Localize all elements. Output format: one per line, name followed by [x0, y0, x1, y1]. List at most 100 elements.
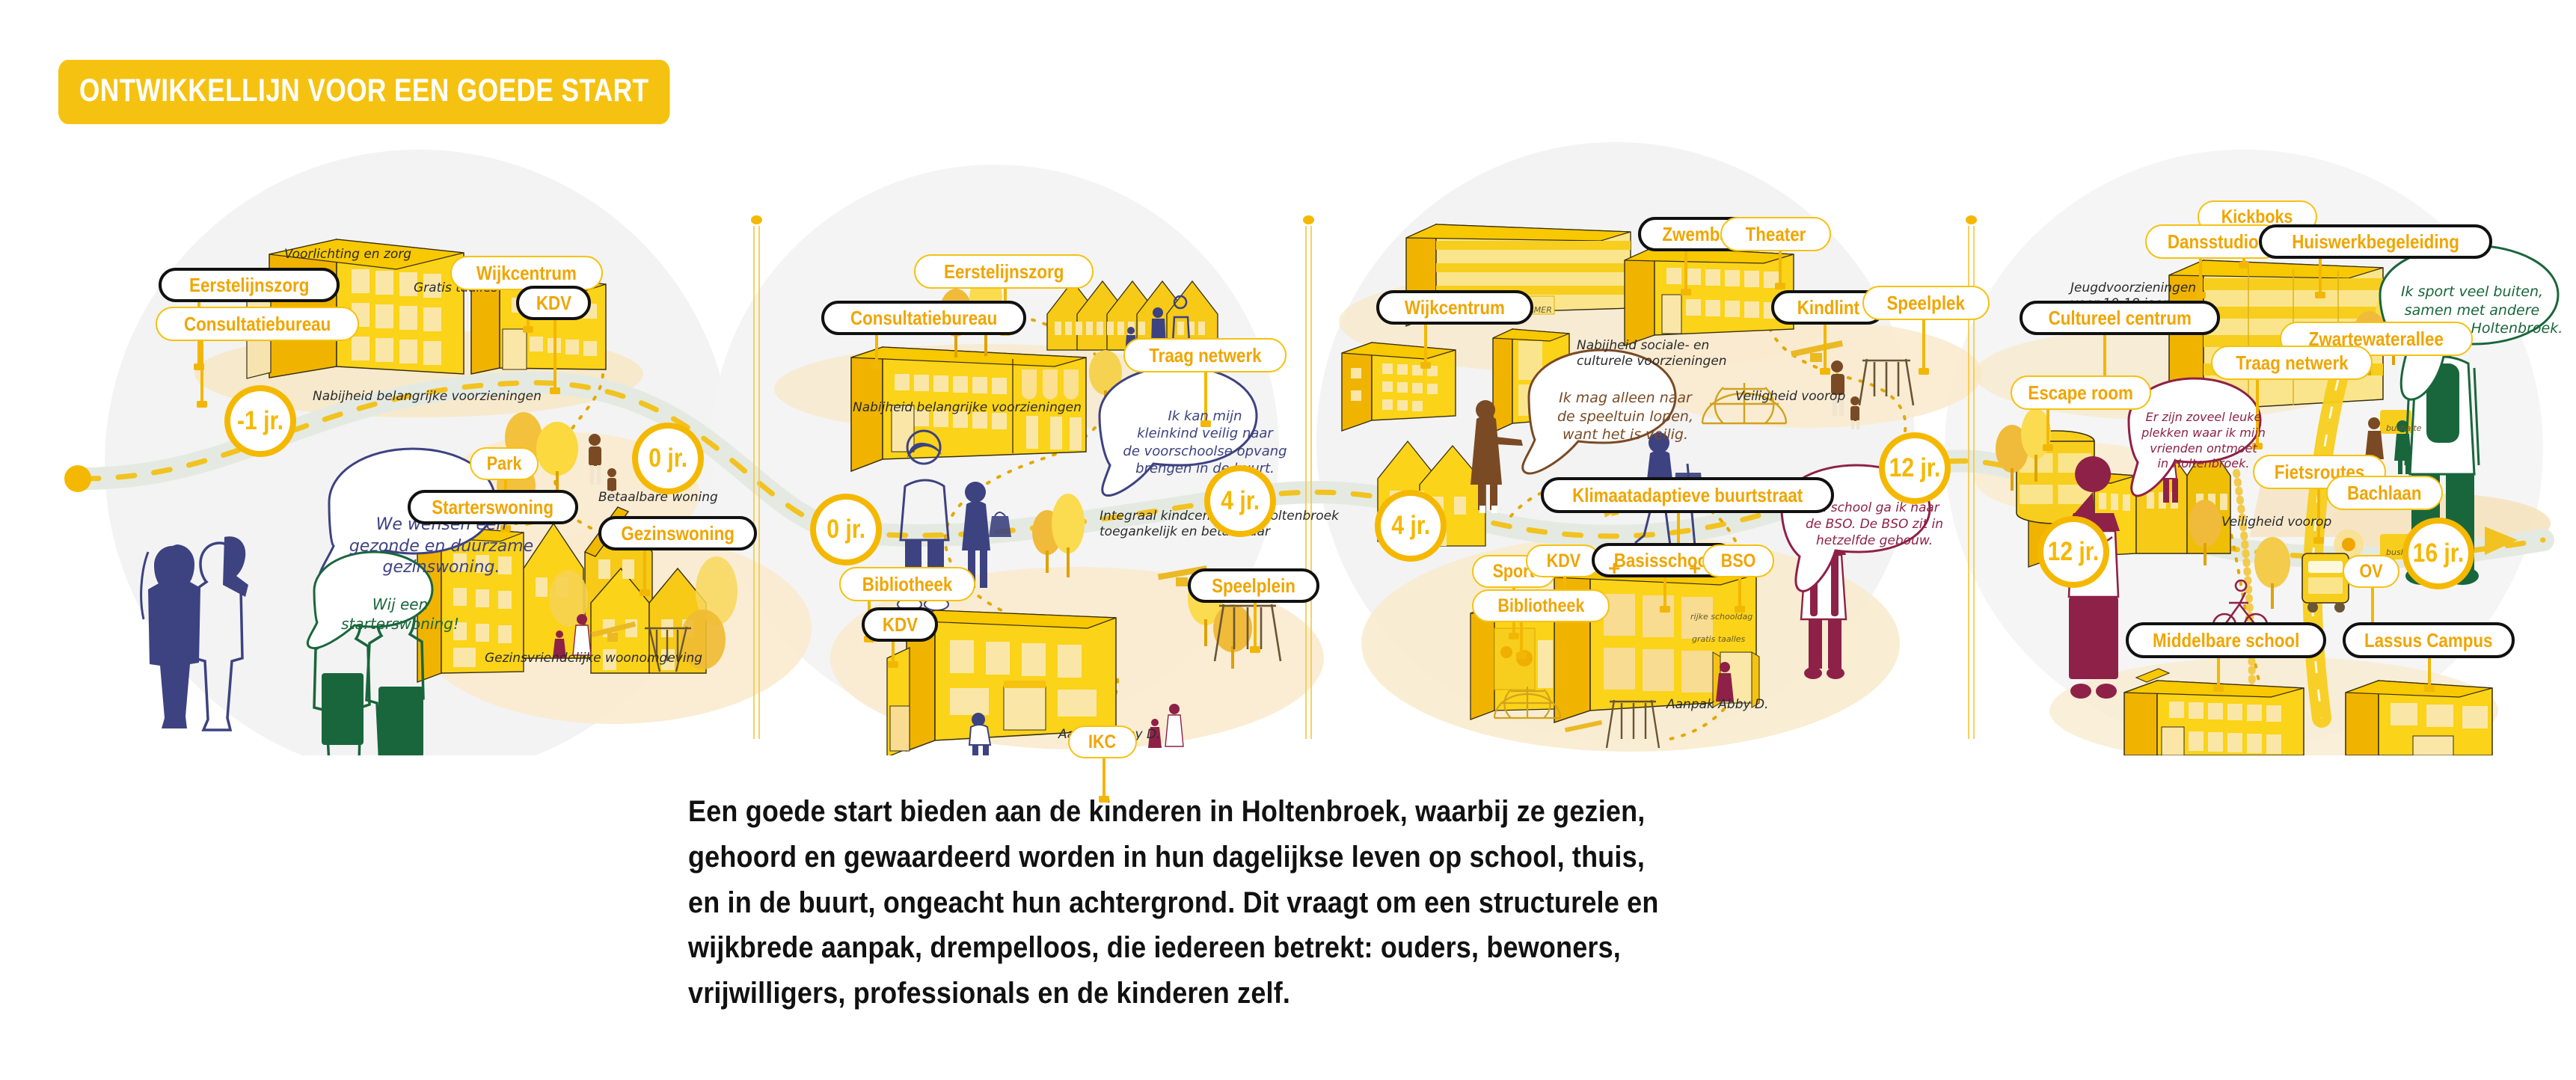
age-badge: 12 jr.: [2037, 516, 2109, 588]
facility-label-text: Basisschool: [1614, 548, 1713, 571]
page-title: ONTWIKKELLIJN VOOR EEN GOEDE START: [58, 60, 670, 124]
facility-label-pill[interactable]: OV: [2343, 555, 2399, 588]
facility-label-pill[interactable]: KDV: [862, 607, 938, 642]
label-stem-cap: [1919, 368, 1929, 375]
facility-label-pill[interactable]: Gezinswoning: [598, 516, 757, 550]
label-stem-cap: [2239, 262, 2249, 269]
facility-label-pill[interactable]: Escape room: [2011, 375, 2151, 410]
facility-label-pill[interactable]: Speelplek: [1862, 286, 1990, 320]
label-stem: [2371, 588, 2374, 639]
label-stem-cap: [1420, 362, 1431, 369]
facility-label-pill[interactable]: KDV: [1526, 544, 1601, 577]
speech-bubble-text: Ik mag alleen naar de speeltuin lopen, w…: [1557, 390, 1693, 444]
scene-caption: Betaalbare woning: [598, 490, 718, 505]
facility-label-text: Gezinswoning: [621, 521, 735, 544]
label-stem-cap: [640, 589, 650, 596]
label-stem: [2103, 335, 2106, 399]
scene-caption: Aanpak Abby D.: [1666, 697, 1769, 712]
timeline-scene: -1 jr.0 jr.0 jr.4 jr.4 jr.12 jr.12 jr.16…: [64, 142, 2563, 803]
facility-label-pill[interactable]: Huiswerkbegeleiding: [2259, 224, 2492, 259]
facility-label-pill[interactable]: Eerstelijnszorg: [159, 268, 340, 302]
facility-label-pill[interactable]: Starterswoning: [408, 490, 578, 524]
label-stem-cap: [871, 362, 882, 369]
speech-bubble-text: Ik kan mijn kleinkind veilig naar de voo…: [1123, 408, 1287, 477]
facility-label-text: Theater: [1745, 222, 1806, 245]
facility-label-text: Kickboks: [2221, 206, 2293, 227]
age-badge-label: 12 jr.: [1889, 453, 1941, 482]
label-stem: [2256, 380, 2259, 447]
label-stem-cap: [1820, 368, 1830, 375]
facility-label-pill[interactable]: Middelbare school: [2126, 622, 2326, 658]
age-badge: 12 jr.: [1879, 432, 1951, 504]
facility-label-text: Klimaatadaptieve buurtstraat: [1571, 483, 1803, 506]
label-stem: [892, 642, 895, 666]
facility-label-text: Kindlint: [1797, 295, 1859, 319]
label-stem-cap: [194, 363, 204, 370]
scene-caption: Veiligheid voorop: [2221, 515, 2332, 530]
facility-label-text: Bibliotheek: [862, 572, 953, 595]
scene-caption: rijke schooldag: [1690, 612, 1753, 622]
facility-label-pill[interactable]: Park: [470, 447, 539, 480]
facility-label-pill[interactable]: Consultatiebureau: [156, 307, 359, 341]
facility-label-text: Lassus Campus: [2364, 628, 2493, 651]
facility-label-pill[interactable]: Bachlaan: [2326, 476, 2443, 510]
label-stem-cap: [1099, 796, 1109, 803]
label-stem: [1779, 251, 1782, 287]
facility-label-text: Bachlaan: [2347, 481, 2422, 504]
summary-line: vrijwilligers, professionals en de kinde…: [688, 977, 1291, 1010]
facility-label-pill[interactable]: Traag netwerk: [2211, 346, 2373, 380]
age-badge-label: 12 jr.: [2047, 537, 2100, 566]
label-stem-cap: [197, 401, 207, 408]
label-stem: [1254, 603, 1257, 651]
label-stem-cap: [1200, 420, 1211, 427]
label-stem: [1103, 758, 1105, 800]
label-stem-cap: [1250, 646, 1260, 653]
summary-line: en in de buurt, ongeacht hun achtergrond…: [688, 886, 1659, 919]
facility-label-text: Speelplek: [1886, 291, 1966, 314]
facility-label-pill[interactable]: Klimaatadaptieve buurtstraat: [1541, 477, 1834, 513]
divider-dot: [1966, 215, 1977, 224]
age-badge-label: -1 jr.: [237, 406, 283, 435]
facility-label-text: Wijkcentrum: [1404, 295, 1505, 319]
age-badge-label: 4 jr.: [1221, 486, 1260, 515]
divider-dot: [1303, 215, 1314, 224]
facility-label-pill[interactable]: Bibliotheek: [839, 567, 975, 601]
scene-caption: bushalte: [2386, 423, 2422, 433]
scene-caption: Voorlichting en zorg: [284, 247, 412, 262]
age-badge: 16 jr.: [2402, 518, 2474, 589]
facility-label-pill[interactable]: Eerstelijnszorg: [914, 254, 1094, 289]
divider-line: [1305, 226, 1307, 739]
facility-label-text: Eerstelijnszorg: [943, 260, 1064, 283]
label-stem: [2217, 658, 2220, 690]
label-stem-cap: [2252, 443, 2263, 450]
age-badge: 0 jr.: [632, 423, 704, 494]
scene-caption: gratis taalles: [1692, 634, 1746, 644]
label-stem-cap: [500, 525, 511, 532]
label-stem-cap: [2313, 537, 2324, 544]
facility-label-text: Park: [486, 452, 522, 474]
facility-label-pill[interactable]: KDV: [516, 286, 591, 320]
facility-label-pill[interactable]: Theater: [1720, 217, 1831, 251]
divider-line: [1973, 226, 1975, 739]
facility-label-text: Middelbare school: [2152, 628, 2300, 651]
facility-label-pill[interactable]: BSO: [1702, 544, 1774, 577]
facility-label-pill[interactable]: Speelplein: [1188, 568, 1319, 603]
facility-label-pill[interactable]: Bibliotheek: [1472, 589, 1610, 622]
facility-label-pill[interactable]: Cultureel centrum: [2020, 301, 2220, 335]
label-stem: [643, 550, 646, 594]
facility-label-pill[interactable]: Wijkcentrum: [450, 256, 603, 290]
divider-dot: [751, 215, 762, 224]
divider-line: [758, 226, 760, 739]
facility-label-pill[interactable]: Consultatiebureau: [821, 301, 1026, 335]
facility-label-pill[interactable]: IKC: [1068, 725, 1137, 758]
facility-label-text: IKC: [1088, 731, 1117, 752]
summary-line: wijkbrede aanpak, drempelloos, die ieder…: [688, 931, 1621, 965]
facility-label-text: Wijkcentrum: [476, 261, 577, 284]
label-stem-cap: [523, 326, 533, 333]
label-stem-cap: [1509, 633, 1519, 639]
facility-label-text: Speelplein: [1212, 574, 1295, 597]
facility-label-pill[interactable]: Wijkcentrum: [1376, 290, 1533, 325]
facility-label-pill[interactable]: Lassus Campus: [2343, 622, 2515, 658]
facility-label-pill[interactable]: Traag netwerk: [1123, 338, 1287, 372]
